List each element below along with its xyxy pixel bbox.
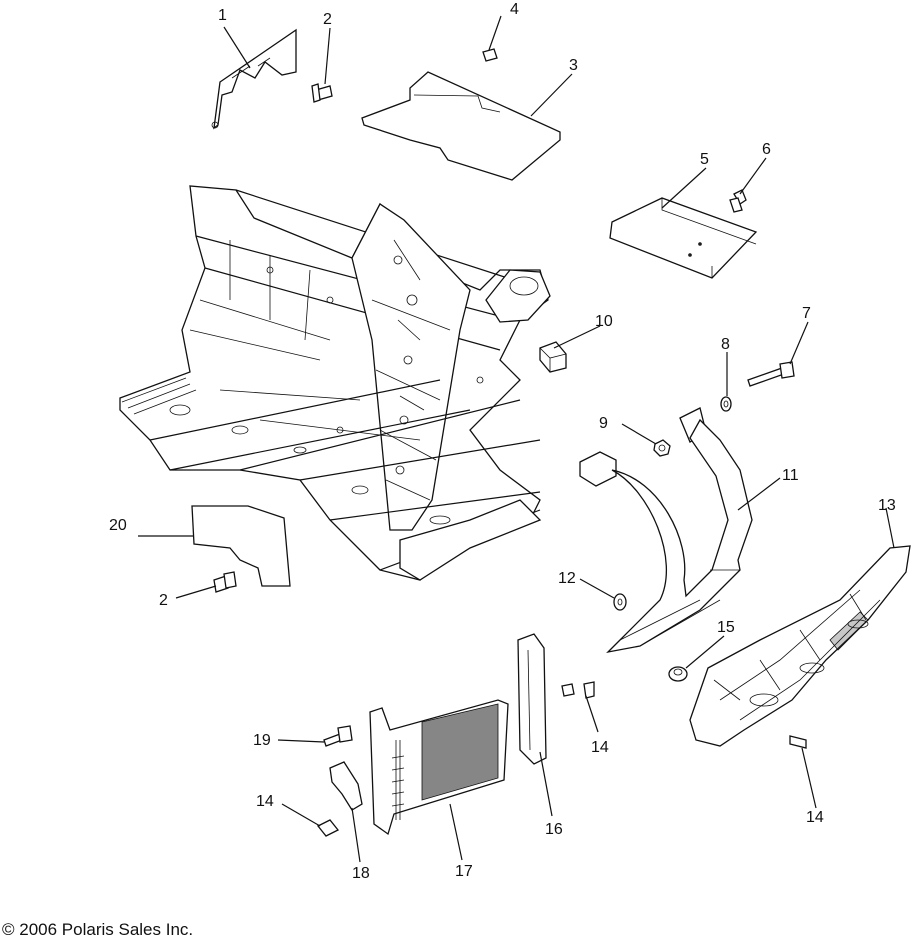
callout-2-top: 2	[323, 11, 332, 28]
callout-4: 4	[510, 1, 519, 18]
callout-labels: 1 2 4 3 5 6 10 7 8 9 11 13 20 2 12 15 14…	[109, 1, 896, 882]
callout-14-right: 14	[806, 809, 824, 826]
part-13-skid-plate	[689, 545, 911, 747]
part-11-bumper	[579, 407, 753, 654]
part-20-panel	[191, 505, 291, 587]
part-10-block	[539, 341, 567, 373]
part-12-washer	[613, 593, 627, 611]
part-16-screen	[517, 633, 547, 765]
callout-10: 10	[595, 313, 613, 330]
part-19-screw	[323, 725, 353, 747]
callout-12: 12	[558, 570, 576, 587]
part-9-nut	[653, 439, 671, 457]
callout-1: 1	[218, 7, 227, 24]
part-14-rivet-right	[789, 735, 807, 749]
callout-7: 7	[802, 305, 811, 322]
callout-16: 16	[545, 821, 563, 838]
callout-14-left: 14	[256, 793, 274, 810]
part-2-pushpin-lower	[213, 571, 237, 593]
copyright-text: © 2006 Polaris Sales Inc.	[2, 920, 194, 939]
callout-17: 17	[455, 863, 473, 880]
callout-18: 18	[352, 865, 370, 882]
part-4-clip	[482, 48, 498, 62]
part-14-clip-center	[561, 681, 595, 699]
part-15-grommet	[668, 666, 688, 682]
main-frame	[119, 185, 551, 581]
callout-6: 6	[762, 141, 771, 158]
callout-8: 8	[721, 336, 730, 353]
callout-2-lower: 2	[159, 592, 168, 609]
callout-5: 5	[700, 151, 709, 168]
callout-3: 3	[569, 57, 578, 74]
callout-19: 19	[253, 732, 271, 749]
leader-lines	[138, 15, 895, 863]
part-7-bolt	[747, 361, 795, 387]
callout-11: 11	[782, 467, 799, 484]
callout-20: 20	[109, 517, 127, 534]
part-18-bracket	[329, 761, 363, 811]
part-2-pushpin-top	[311, 83, 333, 103]
part-5-shield	[609, 197, 758, 279]
part-17-grille	[369, 699, 509, 836]
callout-13: 13	[878, 497, 896, 514]
callout-15: 15	[717, 619, 735, 636]
part-8-washer	[720, 396, 732, 412]
part-6-fastener	[729, 189, 747, 213]
callout-14-center: 14	[591, 739, 609, 756]
part-3-floor-panel	[361, 71, 561, 181]
part-14-rivet-left	[316, 819, 340, 837]
part-1-bracket	[211, 28, 297, 130]
callout-9: 9	[599, 415, 608, 432]
